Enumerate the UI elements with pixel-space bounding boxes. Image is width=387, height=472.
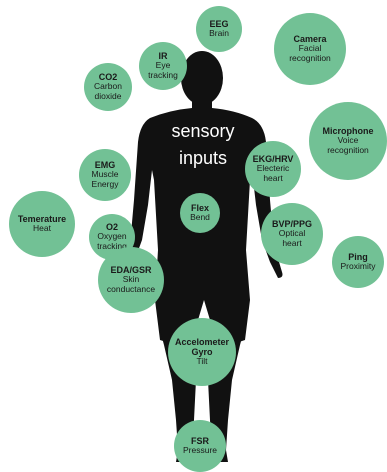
sensor-desc: Proximity [341, 262, 376, 272]
sensor-bubble-emg: EMG Muscle Energy [79, 149, 131, 201]
sensor-bubble-temperature: Temerature Heat [9, 191, 75, 257]
sensor-title: Accelometer [175, 337, 229, 347]
sensor-bubble-fsr: FSR Pressure [174, 420, 226, 472]
sensor-desc: recognition [327, 146, 369, 156]
sensor-bubble-co2: CO2 Carbon dioxide [84, 63, 132, 111]
sensor-bubble-bvp: BVP/PPG Optical heart [261, 203, 323, 265]
sensor-desc: conductance [107, 285, 155, 295]
sensor-desc: dioxide [95, 92, 122, 102]
sensor-bubble-ping: Ping Proximity [332, 236, 384, 288]
sensor-desc: heart [282, 239, 301, 249]
center-label-line1: sensory [148, 118, 258, 145]
sensor-desc: Heat [33, 224, 51, 234]
sensor-desc: recognition [289, 54, 331, 64]
sensor-bubble-ir: IR Eye tracking [139, 42, 187, 90]
sensor-desc: Pressure [183, 446, 217, 456]
sensor-bubble-ekg: EKG/HRV Electeric heart [245, 141, 301, 197]
sensor-bubble-eda: EDA/GSR Skin conductance [98, 247, 164, 313]
sensor-bubble-accelerometer: Accelometer Gyro Tilt [168, 318, 236, 386]
sensor-bubble-eeg: EEG Brain [196, 6, 242, 52]
sensor-bubble-flex: Flex Bend [180, 193, 220, 233]
sensor-bubble-microphone: Microphone Voice recognition [309, 102, 387, 180]
sensor-desc: tracking [148, 71, 178, 81]
sensor-desc: Tilt [196, 357, 207, 367]
sensor-desc: heart [263, 174, 282, 184]
center-label: sensory inputs [148, 118, 258, 172]
sensor-desc: Brain [209, 29, 229, 39]
sensor-desc: Energy [92, 180, 119, 190]
sensor-bubble-camera: Camera Facial recognition [274, 13, 346, 85]
center-label-line2: inputs [148, 145, 258, 172]
sensor-desc: Bend [190, 213, 210, 223]
